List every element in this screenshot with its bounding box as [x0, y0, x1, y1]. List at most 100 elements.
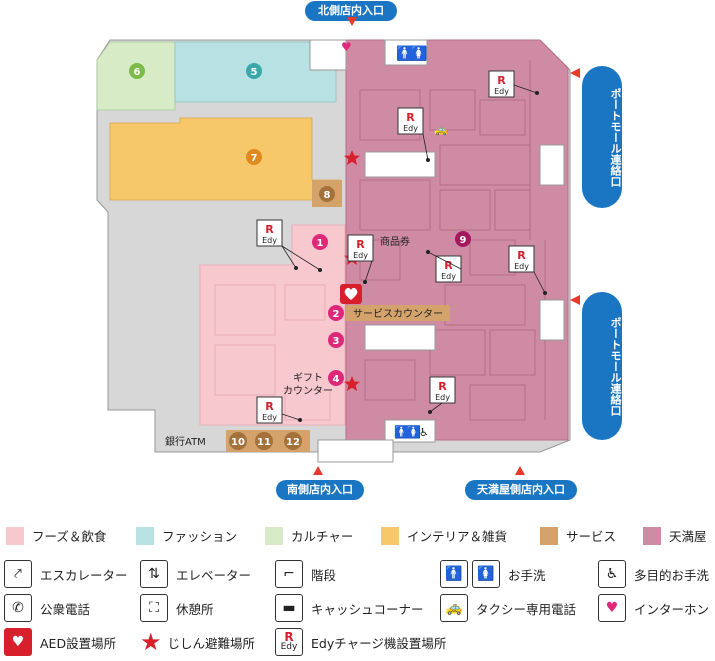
svg-text:Edy: Edy	[353, 251, 368, 260]
legend-elevator: ⇅ エレベーター	[140, 560, 251, 588]
zone-11-marker	[255, 432, 273, 450]
svg-text:R: R	[265, 223, 274, 236]
evacuation-star-icon: ★	[140, 628, 162, 656]
zone-2-marker	[328, 305, 344, 321]
legend-cash-corner: ▬ キャッシュコーナー	[275, 594, 424, 622]
food-swatch	[6, 526, 24, 545]
legend-accessible-label: 多目的お手洗	[634, 567, 710, 583]
zone-3-marker	[328, 332, 344, 348]
restroom-icon: 🚹	[394, 425, 409, 439]
elevator-icon: ⇅	[140, 560, 168, 588]
legend-edy-label: Edyチャージ機設置場所	[311, 635, 447, 651]
svg-text:Edy: Edy	[262, 413, 277, 422]
stairs-block-east	[539, 144, 565, 186]
legend-restroom: 🚹 🚺 お手洗	[440, 560, 546, 588]
accessible-toilet-icon: ♿	[419, 426, 429, 439]
evacuation-star-icon	[344, 376, 360, 391]
north-entrance-label: 北側店内入口	[305, 1, 397, 21]
svg-text:Edy: Edy	[435, 393, 450, 402]
legend-category-fashion: ファッション	[136, 526, 237, 545]
legend-category-service: サービス	[540, 526, 616, 545]
svg-text:R: R	[444, 259, 453, 272]
svg-text:Edy: Edy	[514, 262, 529, 271]
legend-stairs-label: 階段	[311, 567, 337, 583]
taxi-phone-icon: 🚕	[434, 123, 448, 136]
cash-corner-icon: ▬	[275, 594, 303, 622]
legend-restroom-label: お手洗	[508, 567, 546, 583]
legend-category-tenmanya: 天満屋	[643, 526, 707, 545]
edy-charge-icon: R Edy	[429, 376, 456, 404]
edy-charge-icon: R Edy	[397, 107, 424, 135]
escalator-south-block	[364, 324, 436, 351]
escalator-icon: ⤤	[4, 560, 32, 588]
aed-icon: ♥	[4, 628, 32, 656]
gift-counter-label-2: カウンター	[283, 385, 333, 397]
zone-10-marker	[229, 432, 247, 450]
zone-6-label: 6	[134, 67, 141, 78]
legend-aed: ♥ AED設置場所	[4, 628, 116, 656]
evacuation-star-icon	[344, 150, 360, 165]
zone-9-marker	[455, 231, 471, 247]
restroom-icon: 🚺	[406, 425, 421, 439]
zone-12-marker	[284, 432, 302, 450]
svg-text:Edy: Edy	[441, 272, 456, 281]
legend-cash-label: キャッシュコーナー	[311, 601, 424, 617]
legend-interior-label: インテリア＆雑貨	[407, 529, 508, 544]
legend-tenmanya-label: 天満屋	[669, 529, 707, 544]
shohinken-label: 商品券	[380, 235, 410, 248]
interior-swatch	[381, 526, 399, 545]
zone-2-label: 2	[333, 309, 340, 320]
zone-1-marker	[312, 234, 328, 250]
stairs-block-east2	[539, 299, 565, 341]
fashion-swatch	[136, 526, 154, 545]
zone-4-marker	[328, 370, 344, 386]
svg-text:Edy: Edy	[403, 124, 418, 133]
svg-text:R: R	[356, 238, 365, 251]
zone-1-label: 1	[317, 238, 324, 249]
legend-taxi-label: タクシー専用電話	[476, 601, 577, 617]
legend-escalator: ⤤ エスカレーター	[4, 560, 128, 588]
zone-7-label: 7	[251, 153, 258, 164]
port-mall-entrance-upper: ポートモール連絡口	[582, 66, 622, 208]
south-entrance-arrow	[313, 466, 323, 475]
zone-5-label: 5	[251, 67, 258, 78]
legend-evacuation-label: じしん避難場所	[167, 635, 256, 651]
legend-evacuation: ★ じしん避難場所	[140, 628, 255, 656]
zone-4-label: 4	[333, 374, 340, 385]
restroom-icon: 🚺	[472, 560, 500, 588]
svg-text:R: R	[497, 74, 506, 87]
atm-label: 銀行ATM	[165, 435, 206, 448]
zone-8-marker	[319, 186, 335, 202]
zone-3-label: 3	[333, 336, 340, 347]
svg-text:Edy: Edy	[494, 87, 509, 96]
legend-taxi: 🚕 タクシー専用電話	[440, 594, 576, 622]
floor-map: サービスカウンター 6 5 7 8 1 2 3 4 9 10 11 12 商品券…	[96, 17, 580, 475]
edy-charge-icon: R Edy	[256, 396, 283, 424]
zone-interior	[109, 117, 341, 201]
zone-food	[199, 224, 346, 426]
zone-6-marker	[129, 63, 145, 79]
gift-counter-label-1: ギフト	[293, 372, 323, 384]
legend-phone-label: 公衆電話	[40, 601, 91, 617]
legend-food-label: フーズ＆飲食	[32, 529, 107, 544]
edy-leader-lines	[281, 84, 546, 421]
zone-5-marker	[246, 63, 262, 79]
stairs-icon: ⌐	[275, 560, 303, 588]
svg-text:R: R	[438, 380, 447, 393]
tenmanya-swatch	[643, 526, 661, 545]
zone-7-marker	[246, 149, 262, 165]
legend-intercom: ♥ インターホン	[598, 594, 709, 622]
zone-8-label: 8	[324, 190, 331, 201]
rest-area-icon: ⛶	[140, 594, 168, 622]
legend-intercom-label: インターホン	[634, 601, 710, 617]
edy-charge-icon: R Edy	[488, 70, 515, 98]
svg-text:Edy: Edy	[262, 236, 277, 245]
legend-elevator-label: エレベーター	[176, 567, 252, 583]
accessible-toilet-icon: ♿	[598, 560, 626, 588]
restroom-icon: 🚺	[410, 45, 427, 62]
restroom-block-south	[384, 419, 436, 443]
restroom-icon: 🚹	[396, 45, 413, 62]
legend-accessible-toilet: ♿ 多目的お手洗	[598, 560, 709, 588]
zone-10-label: 10	[231, 437, 245, 448]
